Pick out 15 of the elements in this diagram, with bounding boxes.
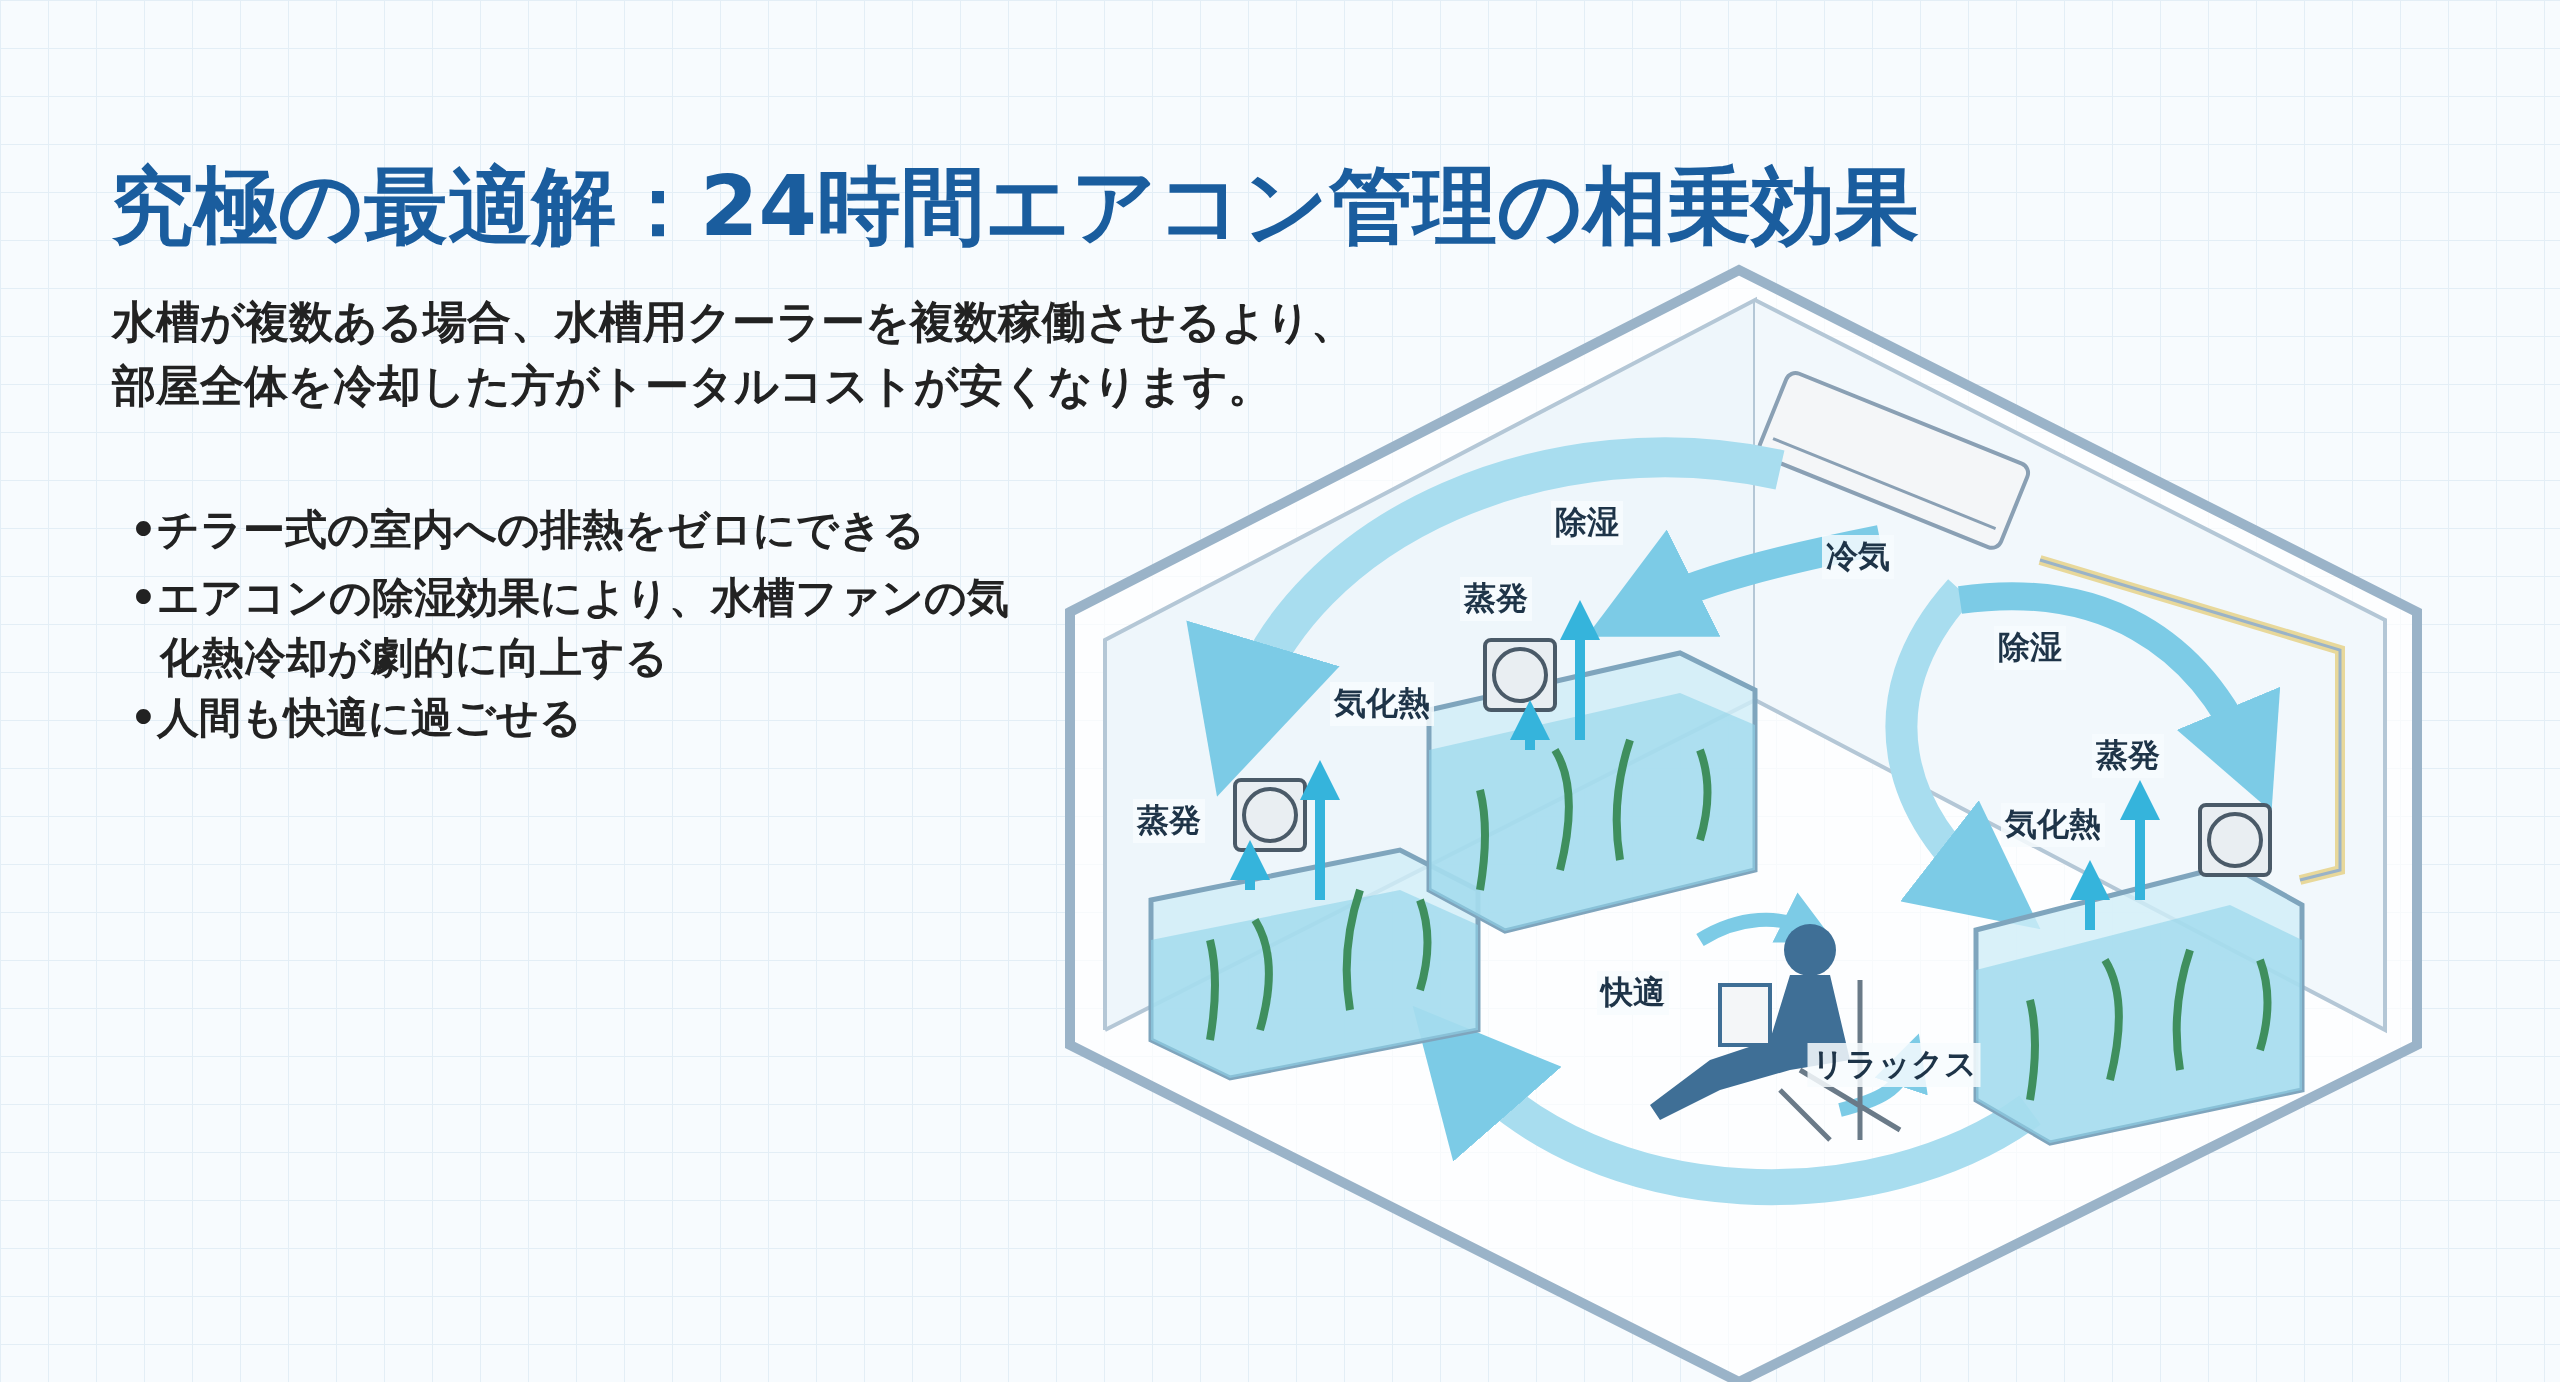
airflow-label: 蒸発 [1460,577,1532,621]
bullet-point: •チラー式の室内への排熱をゼロにできる [130,504,926,556]
airflow-label: 蒸発 [2092,734,2164,778]
airflow-label: 気化熱 [2001,803,2105,847]
airflow-label: 冷気 [1822,535,1894,579]
page-title: 究極の最適解：24時間エアコン管理の相乗効果 [110,156,1919,257]
airflow-label: 気化熱 [1330,682,1434,726]
airflow-label: 除湿 [1551,501,1623,545]
intro-paragraph: 水槽が複数ある場合、水槽用クーラーを複数稼働させるより、部屋全体を冷却した方がトータルコストが安くなります。 [112,295,1356,413]
airflow-label: 除湿 [1994,626,2066,670]
airflow-label: リラックス [1807,1043,1981,1087]
airflow-label: 蒸発 [1133,799,1205,843]
bullet-point: •人間も快適に過ごせる [130,692,583,744]
airflow-label: 快適 [1597,971,1669,1015]
bullet-point: •エアコンの除湿効果により、水槽ファンの気化熱冷却が劇的に向上する [130,572,1010,684]
